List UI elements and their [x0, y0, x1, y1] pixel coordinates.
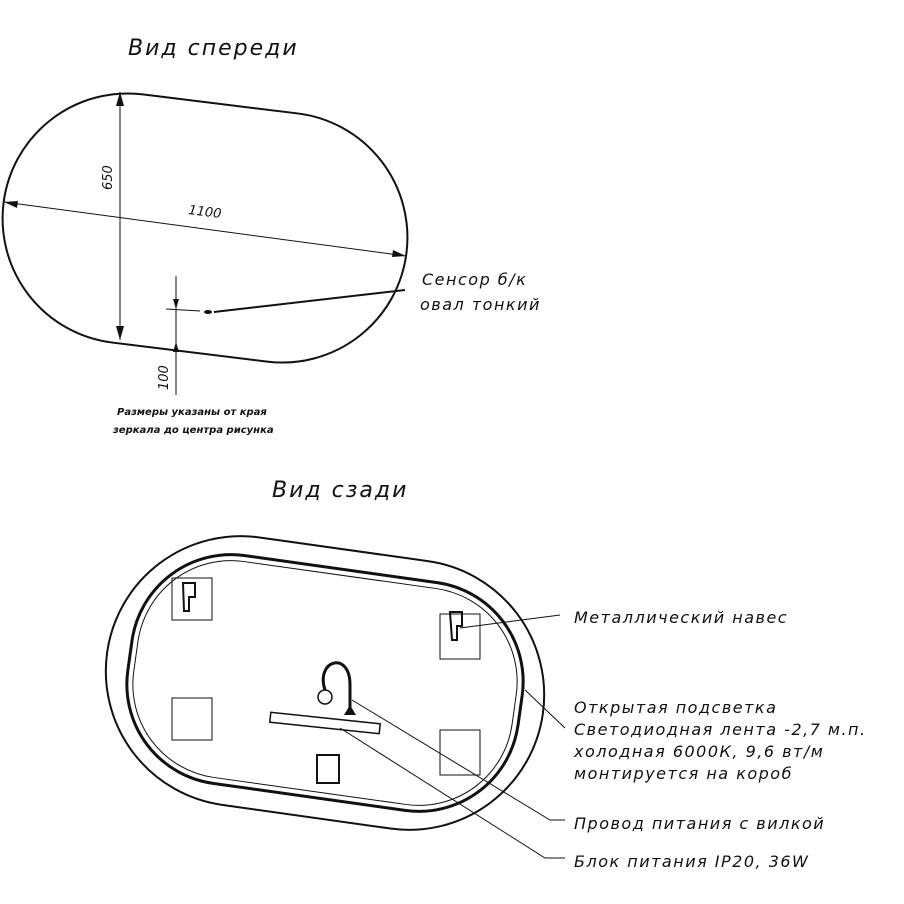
sensor-icon — [204, 310, 212, 314]
leader-hanger — [459, 614, 561, 629]
sensor-label-1: Сенсор б/к — [422, 270, 527, 289]
plug-icon — [317, 689, 333, 705]
dim-height-label: 650 — [101, 165, 116, 190]
sensor-back-icon — [316, 754, 340, 784]
note-line-2: зеркала до центра рисунка — [112, 425, 274, 436]
led-box-inner — [132, 560, 518, 806]
back-view-title: Вид сзади — [272, 478, 408, 503]
hanger-right-icon — [448, 611, 463, 641]
label-light-1: Открытая подсветка — [574, 698, 777, 717]
sensor-label-2: овал тонкий — [420, 295, 541, 314]
sensor-leader — [213, 289, 406, 313]
label-hanger: Металлический навес — [574, 608, 788, 627]
front-view-title: Вид спереди — [128, 36, 299, 61]
leader-cable — [351, 699, 565, 821]
label-psu: Блок питания IP20, 36W — [574, 852, 809, 871]
label-light-4: монтируется на короб — [574, 764, 793, 783]
label-light-3: холодная 6000К, 9,6 вт/м — [573, 742, 824, 761]
label-cable: Провод питания с вилкой — [574, 814, 825, 833]
note-line-1: Размеры указаны от края — [117, 407, 267, 418]
mounting-pads — [171, 577, 481, 776]
leader-light — [524, 689, 566, 729]
leader-psu — [339, 727, 565, 859]
hanger-left-icon — [181, 582, 196, 612]
mirror-back-outline — [104, 535, 546, 831]
sensor-ext-line — [165, 308, 201, 312]
mirror-front-outline — [1, 92, 409, 364]
power-supply-icon — [268, 711, 382, 735]
dim-sensor-label: 100 — [157, 365, 172, 390]
led-box-outline — [125, 553, 525, 813]
dim-line-width — [3, 201, 407, 257]
cable-end-icon — [344, 705, 356, 715]
power-cable-icon — [321, 661, 352, 707]
dim-width-label: 1100 — [188, 203, 223, 222]
label-light-2: Светодиодная лента -2,7 м.п. — [574, 720, 867, 739]
